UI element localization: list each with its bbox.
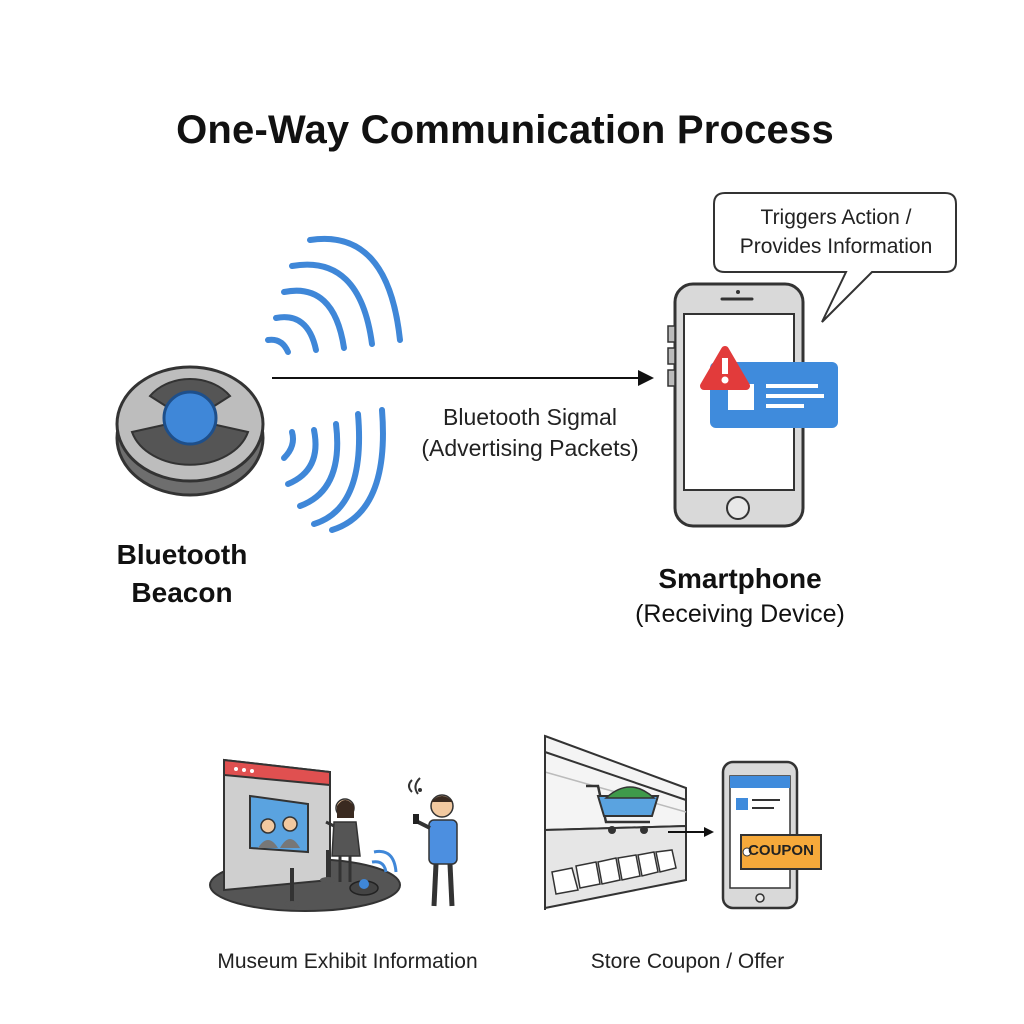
callout-bubble bbox=[713, 192, 957, 323]
museum-caption: Museum Exhibit Information bbox=[217, 950, 478, 973]
smartphone-label: Smartphone bbox=[658, 563, 822, 594]
store-caption: Store Coupon / Offer bbox=[590, 950, 785, 973]
coupon-badge: COUPON bbox=[748, 842, 814, 859]
beacon-label: Bluetooth Beacon bbox=[116, 539, 248, 608]
bluetooth-beacon-icon bbox=[115, 365, 265, 497]
callout-line2: Provides Information bbox=[739, 235, 933, 258]
diagram-title: One-Way Communication Process bbox=[176, 108, 834, 152]
alert-icon bbox=[700, 346, 750, 390]
signal-waves-icon bbox=[265, 235, 403, 533]
store-coupon-illustration bbox=[544, 734, 822, 910]
signal-arrow bbox=[272, 370, 654, 386]
signal-label: Bluetooth Sigmal (Advertising Packets) bbox=[400, 402, 660, 464]
callout-text: Triggers Action / Provides Information bbox=[718, 203, 954, 261]
museum-exhibit-illustration bbox=[209, 758, 458, 912]
callout-line1: Triggers Action / bbox=[760, 206, 912, 229]
smartphone-sublabel: (Receiving Device) bbox=[635, 600, 845, 628]
signal-label-line2: (Advertising Packets) bbox=[421, 435, 639, 461]
signal-label-line1: Bluetooth Sigmal bbox=[443, 404, 617, 430]
